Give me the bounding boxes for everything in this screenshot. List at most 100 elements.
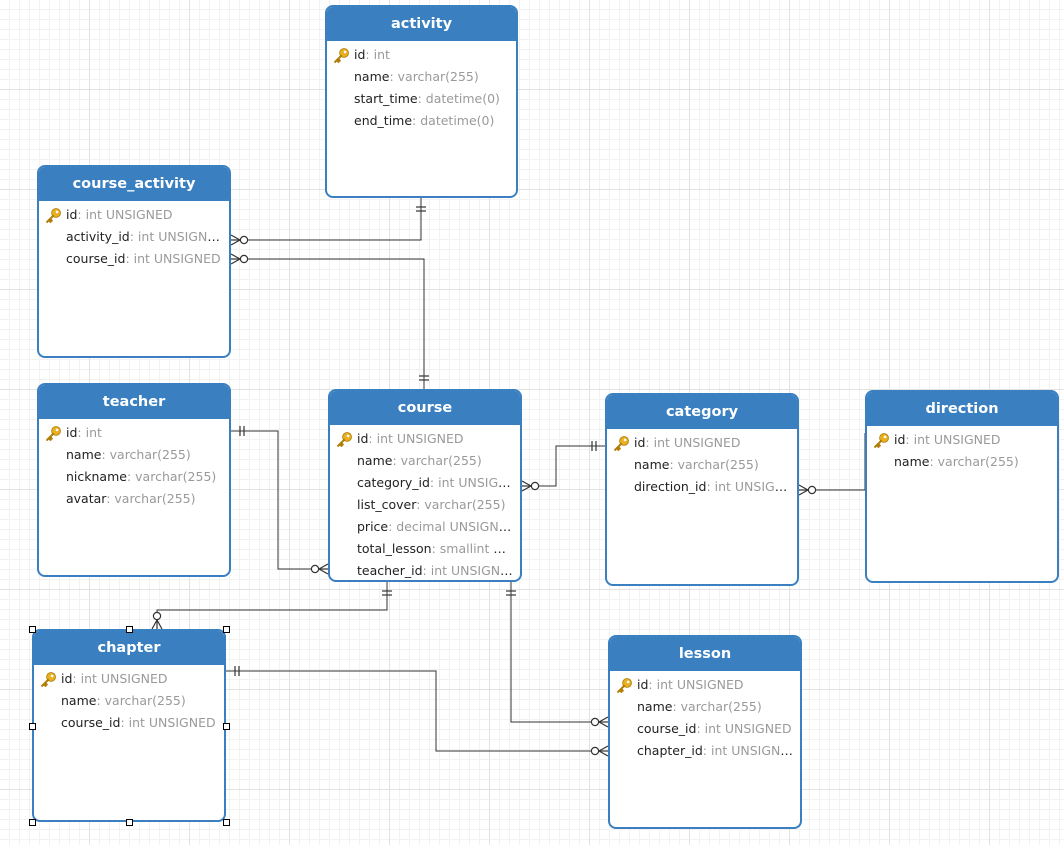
- field-name: activity_id: [66, 229, 130, 244]
- field-row[interactable]: chapter_id: int UNSIGNED: [610, 740, 800, 762]
- field-name: course_id: [61, 715, 121, 730]
- field-type: : int UNSIGNED: [368, 431, 464, 446]
- field-row[interactable]: id: int: [39, 422, 229, 444]
- field-row[interactable]: id: int UNSIGNED: [34, 668, 224, 690]
- field-name: id: [66, 207, 78, 222]
- resize-handle[interactable]: [29, 819, 36, 826]
- entity-title[interactable]: course: [330, 391, 520, 425]
- field-row[interactable]: price: decimal UNSIGNED: [330, 516, 520, 538]
- field-type: : int UNSIGNED: [72, 671, 168, 686]
- resize-handle[interactable]: [223, 722, 230, 730]
- resize-handle[interactable]: [29, 626, 36, 633]
- field-type: : int UNSIGNED: [125, 251, 221, 266]
- relationship-connector[interactable]: [226, 666, 609, 757]
- field-name: teacher_id: [357, 563, 423, 578]
- field-row[interactable]: course_id: int UNSIGNED: [39, 248, 229, 270]
- resize-handle[interactable]: [126, 819, 133, 826]
- field-name: nickname: [66, 469, 127, 484]
- entity-title[interactable]: category: [607, 395, 797, 429]
- field-name: total_lesson: [357, 541, 432, 556]
- entity-title[interactable]: chapter: [34, 631, 224, 665]
- field-name: avatar: [66, 491, 107, 506]
- field-type: : varchar(255): [389, 69, 479, 84]
- field-type: : int UNSIGNED: [648, 677, 744, 692]
- field-row[interactable]: course_id: int UNSIGNED: [610, 718, 800, 740]
- field-row[interactable]: id: int UNSIGNED: [330, 428, 520, 450]
- field-name: name: [61, 693, 97, 708]
- field-row[interactable]: list_cover: varchar(255): [330, 494, 520, 516]
- field-row[interactable]: end_time: datetime(0): [327, 110, 516, 132]
- field-type: : varchar(255): [669, 457, 759, 472]
- field-row[interactable]: name: varchar(255): [327, 66, 516, 88]
- field-row[interactable]: name: varchar(255): [610, 696, 800, 718]
- field-row[interactable]: id: int: [327, 44, 516, 66]
- field-type: : varchar(255): [101, 447, 191, 462]
- field-type: : int UNSIGNED: [129, 229, 225, 244]
- field-name: id: [354, 47, 366, 62]
- field-row[interactable]: total_lesson: smallint UN…: [330, 538, 520, 560]
- relationship-connector[interactable]: [506, 582, 609, 728]
- field-name: name: [66, 447, 102, 462]
- field-row[interactable]: teacher_id: int UNSIGNED: [330, 560, 520, 580]
- field-row[interactable]: id: int UNSIGNED: [610, 674, 800, 696]
- resize-handle[interactable]: [126, 626, 133, 633]
- entity-title[interactable]: lesson: [610, 637, 800, 671]
- field-row[interactable]: id: int UNSIGNED: [867, 429, 1057, 451]
- field-row[interactable]: name: varchar(255): [607, 454, 797, 476]
- field-row[interactable]: name: varchar(255): [39, 444, 229, 466]
- primary-key-icon: [333, 47, 350, 64]
- field-row[interactable]: name: varchar(255): [330, 450, 520, 472]
- relationship-connector[interactable]: [230, 253, 429, 389]
- field-row[interactable]: id: int UNSIGNED: [39, 204, 229, 226]
- field-row[interactable]: id: int UNSIGNED: [607, 432, 797, 454]
- field-row[interactable]: course_id: int UNSIGNED: [34, 712, 224, 734]
- field-name: price: [357, 519, 389, 534]
- entity-title[interactable]: course_activity: [39, 167, 229, 201]
- field-name: course_id: [637, 721, 697, 736]
- field-name: id: [61, 671, 73, 686]
- entity-title[interactable]: direction: [867, 392, 1057, 426]
- relationship-connector[interactable]: [230, 198, 426, 246]
- field-row[interactable]: activity_id: int UNSIGNED: [39, 226, 229, 248]
- field-row[interactable]: category_id: int UNSIGNED: [330, 472, 520, 494]
- field-row[interactable]: direction_id: int UNSIGNED: [607, 476, 797, 498]
- resize-handle[interactable]: [223, 819, 230, 826]
- relationship-connector[interactable]: [521, 441, 605, 492]
- field-row[interactable]: nickname: varchar(255): [39, 466, 229, 488]
- field-type: : varchar(255): [96, 693, 186, 708]
- entity-title[interactable]: teacher: [39, 385, 229, 419]
- field-row[interactable]: name: varchar(255): [867, 451, 1057, 473]
- field-type: : int UNSIGNED: [702, 743, 798, 758]
- field-type: : int UNSIGNED: [77, 207, 173, 222]
- primary-key-icon: [45, 207, 62, 224]
- field-type: : smallint UN…: [431, 541, 520, 556]
- field-type: : int UNSIGNED: [429, 475, 520, 490]
- field-type: : datetime(0): [412, 113, 495, 128]
- field-row[interactable]: start_time: datetime(0): [327, 88, 516, 110]
- entity-title[interactable]: activity: [327, 7, 516, 41]
- field-name: id: [894, 432, 906, 447]
- relationship-connector[interactable]: [231, 426, 329, 575]
- field-row[interactable]: avatar: varchar(255): [39, 488, 229, 510]
- field-row[interactable]: name: varchar(255): [34, 690, 224, 712]
- field-type: : varchar(255): [672, 699, 762, 714]
- relationship-connector[interactable]: [151, 582, 392, 630]
- field-name: id: [66, 425, 78, 440]
- resize-handle[interactable]: [29, 722, 36, 730]
- resize-handle[interactable]: [223, 626, 230, 633]
- field-name: id: [357, 431, 369, 446]
- primary-key-icon: [616, 677, 633, 694]
